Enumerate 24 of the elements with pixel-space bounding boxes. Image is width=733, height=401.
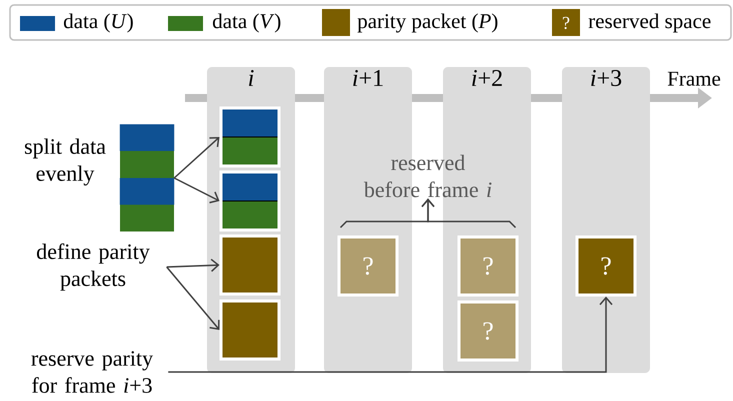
arrow xyxy=(174,177,220,204)
legend-text: reserved space xyxy=(588,13,710,33)
step-text: reserve parity for frame i+3 xyxy=(31,351,153,393)
reserved-packet: ? xyxy=(458,236,518,296)
arrow xyxy=(166,266,220,330)
data-packet xyxy=(220,106,280,168)
reserved-packet: ? xyxy=(458,300,518,362)
arrow xyxy=(421,198,516,228)
legend-text: data (V) xyxy=(212,13,280,33)
swatch-symbol: ? xyxy=(562,16,570,30)
reserved-packet: ? xyxy=(576,236,636,296)
parity-packet xyxy=(220,300,280,360)
arrow xyxy=(174,137,220,179)
parity-packet xyxy=(220,234,280,296)
arrow xyxy=(166,258,220,272)
arrow xyxy=(168,296,613,373)
reserved-packet: ? xyxy=(338,236,398,296)
step-text: reserved before frame i xyxy=(364,154,492,198)
data-packet xyxy=(220,170,280,232)
legend-text: data (U) xyxy=(64,13,133,33)
step-text: split data evenly xyxy=(24,138,106,186)
axis-label: Frame xyxy=(668,72,720,86)
legend-text: parity packet (P) xyxy=(358,13,498,33)
step-text: define parity packets xyxy=(37,243,150,291)
